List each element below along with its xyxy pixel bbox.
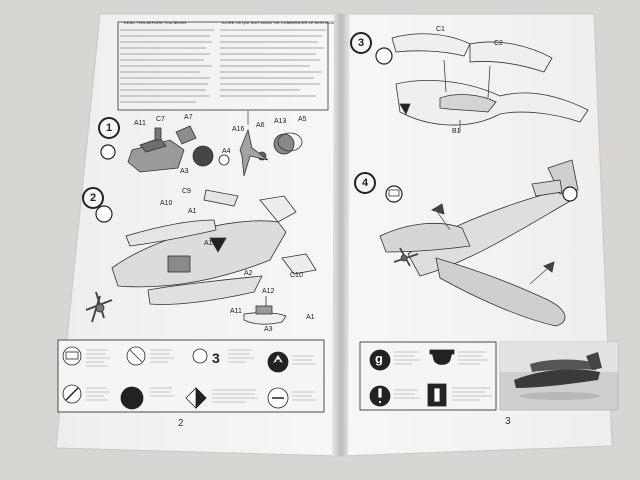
part-label-c9: C9 xyxy=(182,188,191,195)
part-label-a1-b: A1 xyxy=(306,314,315,321)
part-label-a6: A6 xyxy=(256,122,265,129)
step3-wing-assembly xyxy=(375,33,589,132)
step1-cockpit-parts xyxy=(100,110,303,177)
left-legend-text xyxy=(86,349,316,403)
legend-letter-g: g xyxy=(375,351,383,366)
step-number-1: 1 xyxy=(98,117,120,139)
part-label-a3-b: A3 xyxy=(264,326,273,333)
part-label-a10: A10 xyxy=(160,200,173,207)
part-label-a12-b: A12 xyxy=(262,288,275,295)
part-label-a5: A5 xyxy=(298,116,307,123)
part-label-a11: A11 xyxy=(134,120,146,127)
part-label-a7: A7 xyxy=(184,114,193,121)
part-label-a12: A12 xyxy=(204,240,217,247)
gutter-shadow xyxy=(332,14,350,456)
french-notice: A LIRE CE QUI SUIT AVANT DE COMMENCER LE… xyxy=(222,20,335,25)
part-label-c2: C2 xyxy=(494,40,503,47)
part-label-a4: A4 xyxy=(222,148,231,155)
step-number-3: 3 xyxy=(350,32,372,54)
part-label-a1: A1 xyxy=(188,208,197,215)
part-label-a3-top: A3 xyxy=(180,168,189,175)
left-legend-box xyxy=(57,339,325,413)
wing-detail xyxy=(243,296,287,325)
step-number-2: 2 xyxy=(82,187,104,209)
step4-aircraft xyxy=(379,159,579,327)
right-legend-text xyxy=(394,351,492,401)
text-block xyxy=(117,21,329,111)
step-number-4: 4 xyxy=(354,172,376,194)
page-number-left: 2 xyxy=(178,418,184,429)
part-label-b1: B1 xyxy=(452,128,461,135)
part-label-a11-b: A11 xyxy=(230,308,242,315)
part-label-a16: A16 xyxy=(232,126,245,133)
page-number-right: 3 xyxy=(505,416,511,427)
part-label-c1: C1 xyxy=(436,26,445,33)
part-label-c7: C7 xyxy=(156,116,165,123)
read-notice: READ THIS BEFORE YOU BEGIN xyxy=(124,20,187,25)
part-label-a13: A13 xyxy=(274,118,287,125)
step2-fuselage xyxy=(85,189,317,323)
right-legend-box xyxy=(359,341,497,411)
legend-number-3: 3 xyxy=(212,350,220,366)
part-label-a2: A2 xyxy=(244,270,253,277)
part-label-c10: C10 xyxy=(290,272,303,279)
model-photo xyxy=(499,341,619,411)
